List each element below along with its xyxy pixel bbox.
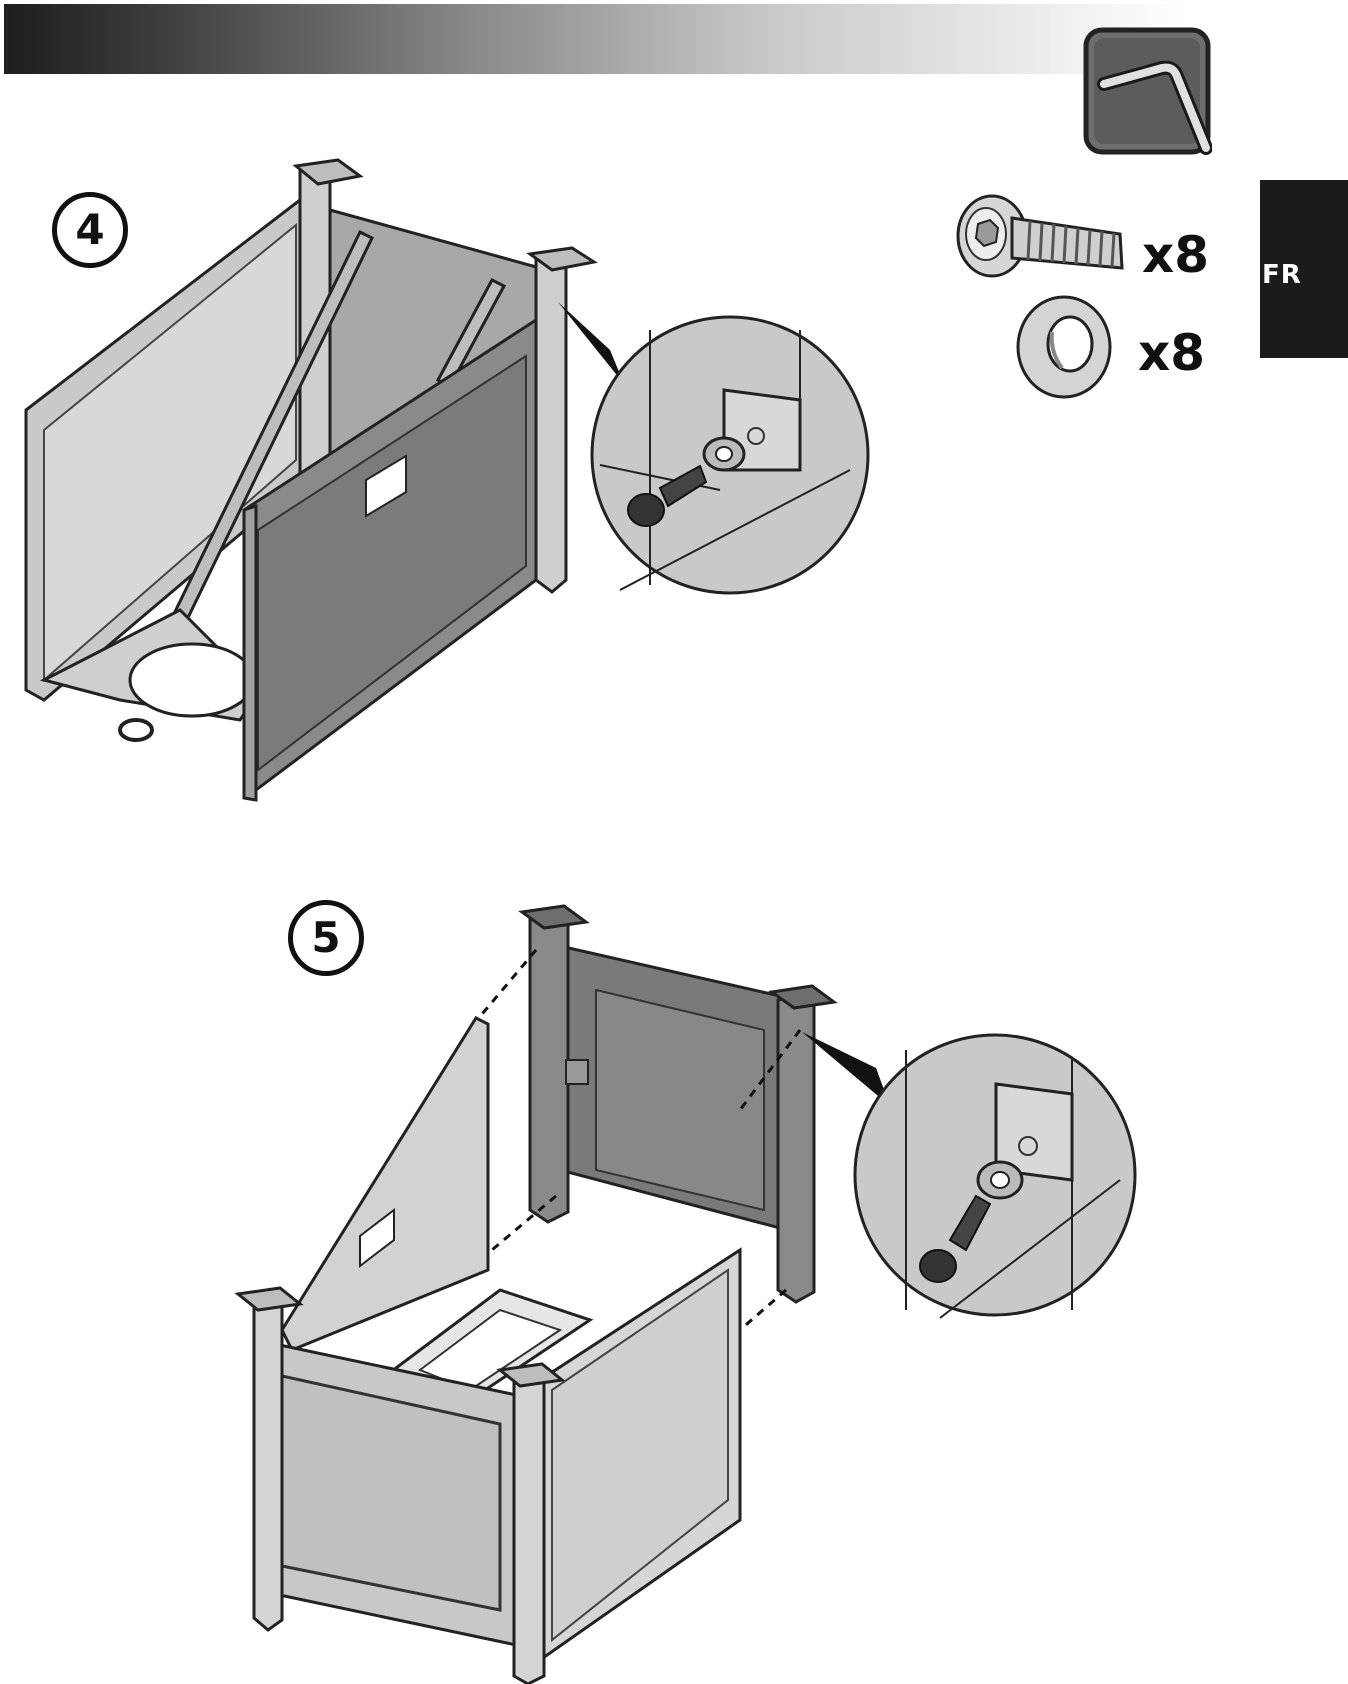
- washer-icon: [1014, 292, 1118, 402]
- button-head-screw-icon: [950, 188, 1140, 288]
- screw-quantity: x8: [1142, 226, 1210, 284]
- language-tab-label: FR: [1262, 260, 1302, 290]
- step-number-5: 5: [288, 900, 364, 976]
- washer-quantity: x8: [1138, 324, 1206, 382]
- allen-key-icon: [1082, 26, 1213, 156]
- step-number-label: 4: [75, 205, 105, 254]
- header-gradient-bar: [4, 4, 1184, 74]
- language-tab: FR: [1260, 180, 1348, 358]
- step-number-label: 5: [311, 913, 341, 962]
- step-number-4: 4: [52, 192, 128, 268]
